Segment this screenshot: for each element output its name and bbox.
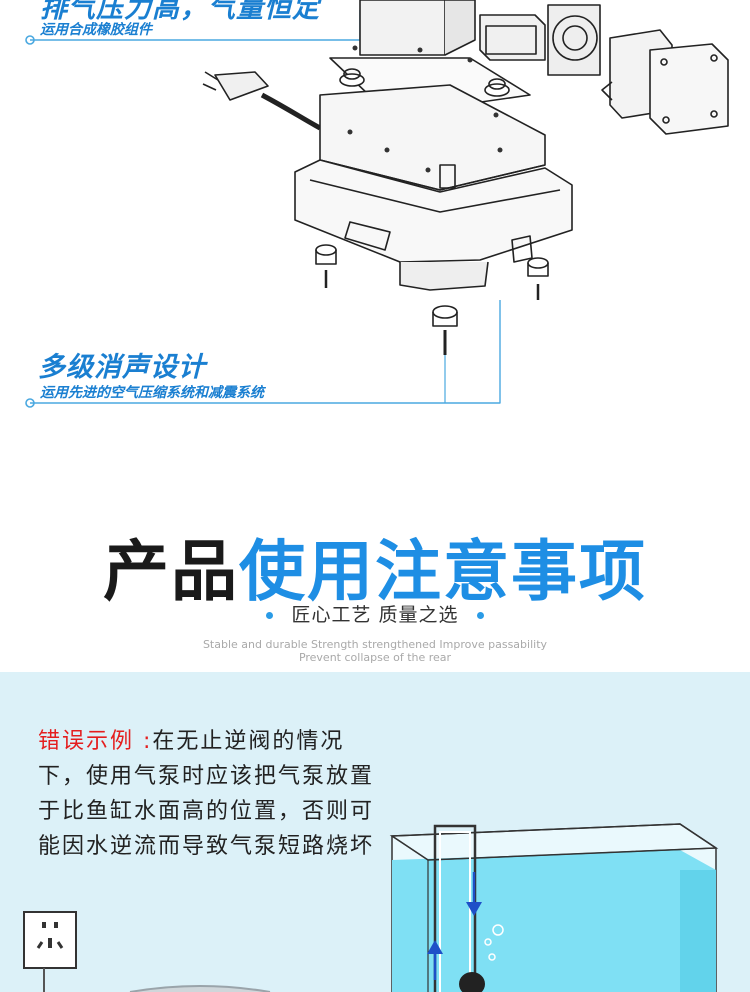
- air-pump-top: [129, 985, 271, 992]
- section-title-blue: 使用注意事项: [239, 533, 647, 610]
- english-tagline-2: Prevent collapse of the rear: [298, 651, 452, 664]
- usage-warning-panel: 错误示例 :在无止逆阀的情况下，使用气泵时应该把气泵放置于比鱼缸水面高的位置，否…: [0, 672, 750, 992]
- air-bubble-icon: [492, 924, 504, 936]
- bullet-dot-right: [476, 612, 484, 619]
- power-socket-icon: [23, 911, 77, 992]
- warning-text: 在无止逆阀的情况下，使用气泵时应该把气泵放置于比鱼缸水面高的位置，否则可能因水逆…: [38, 729, 375, 859]
- section-subtitle: 匠心工艺 质量之选: [0, 600, 750, 627]
- section-header: 产品使用注意事项 匠心工艺 质量之选 Stable and durable St…: [0, 490, 750, 670]
- callout-pressure-subtitle: 运用合成橡胶组件: [40, 22, 152, 38]
- air-bubble-icon: [484, 938, 492, 946]
- callout-pressure-title: 排气压力高，气量恒定: [40, 0, 320, 24]
- section-title: 产品使用注意事项: [0, 518, 750, 614]
- air-bubble-icon: [488, 953, 496, 961]
- aquarium-tank: [389, 823, 719, 992]
- callout-silence-subtitle: 运用先进的空气压缩系统和减震系统: [40, 385, 264, 401]
- arrow-down-icon: [466, 902, 482, 916]
- callout-silence-title: 多级消声设计: [38, 352, 206, 383]
- pump-exploded-illustration: [25, 0, 729, 408]
- english-tagline-1: Stable and durable Strength strengthened…: [202, 638, 548, 651]
- warning-text-block: 错误示例 :在无止逆阀的情况下，使用气泵时应该把气泵放置于比鱼缸水面高的位置，否…: [38, 724, 378, 864]
- arrow-up-icon: [427, 940, 443, 954]
- section-title-dark: 产品: [103, 533, 239, 610]
- exploded-pump-diagram: 排气压力高，气量恒定 运用合成橡胶组件 多级消声设计 运用先进的空气压缩系统和减…: [0, 0, 750, 470]
- warning-label: 错误示例 :: [38, 729, 153, 754]
- bullet-dot-left: [266, 612, 274, 619]
- section-subtitle-text: 匠心工艺 质量之选: [291, 604, 459, 626]
